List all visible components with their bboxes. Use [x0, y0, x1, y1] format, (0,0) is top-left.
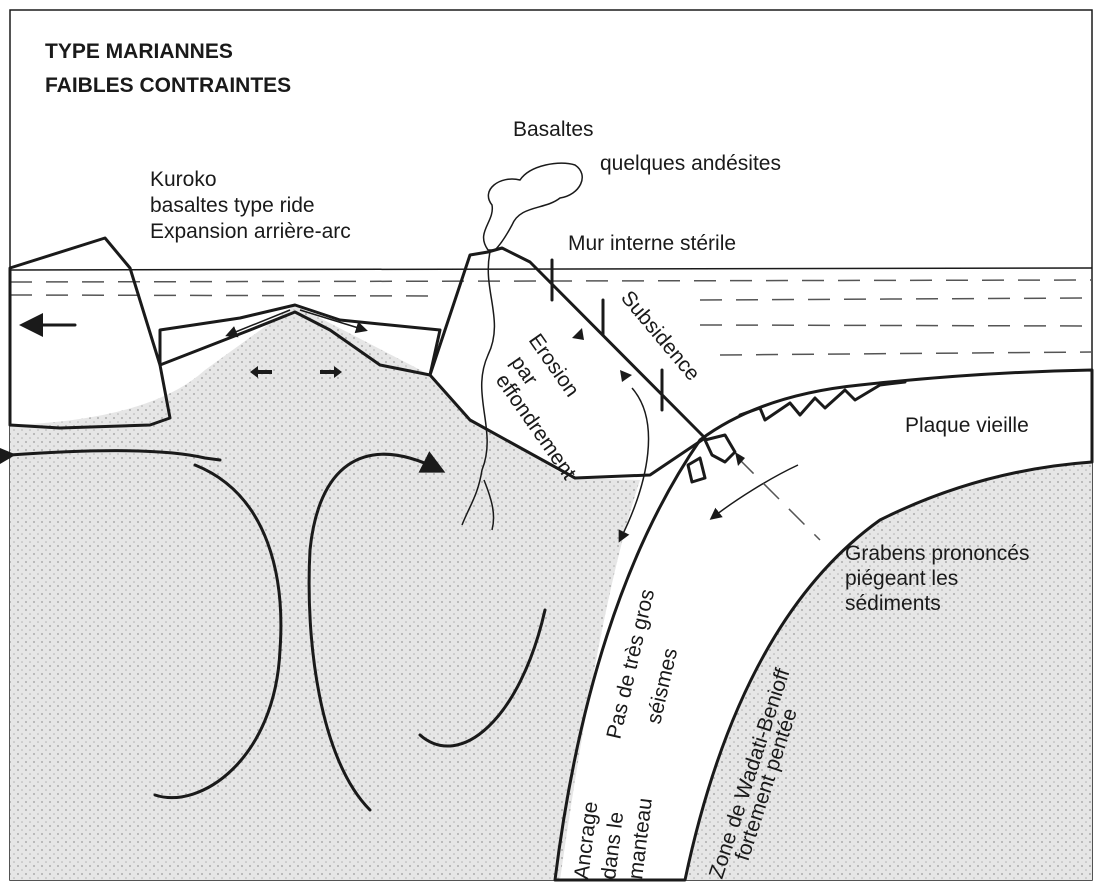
label-quelques-andesites: quelques andésites	[600, 152, 781, 175]
label-mur-interne: Mur interne stérile	[568, 232, 736, 255]
label-basaltes-type-ride: basaltes type ride	[150, 194, 315, 217]
label-grabens-3: sédiments	[845, 592, 941, 615]
title-line-2: FAIBLES CONTRAINTES	[45, 74, 291, 97]
label-expansion: Expansion arrière-arc	[150, 220, 351, 243]
title-line-1: TYPE MARIANNES	[45, 40, 233, 63]
label-grabens-2: piégeant les	[845, 567, 958, 590]
label-plaque-vieille: Plaque vieille	[905, 414, 1029, 437]
label-grabens-1: Grabens prononcés	[845, 542, 1029, 565]
label-basaltes: Basaltes	[513, 118, 594, 141]
label-kuroko: Kuroko	[150, 168, 217, 191]
